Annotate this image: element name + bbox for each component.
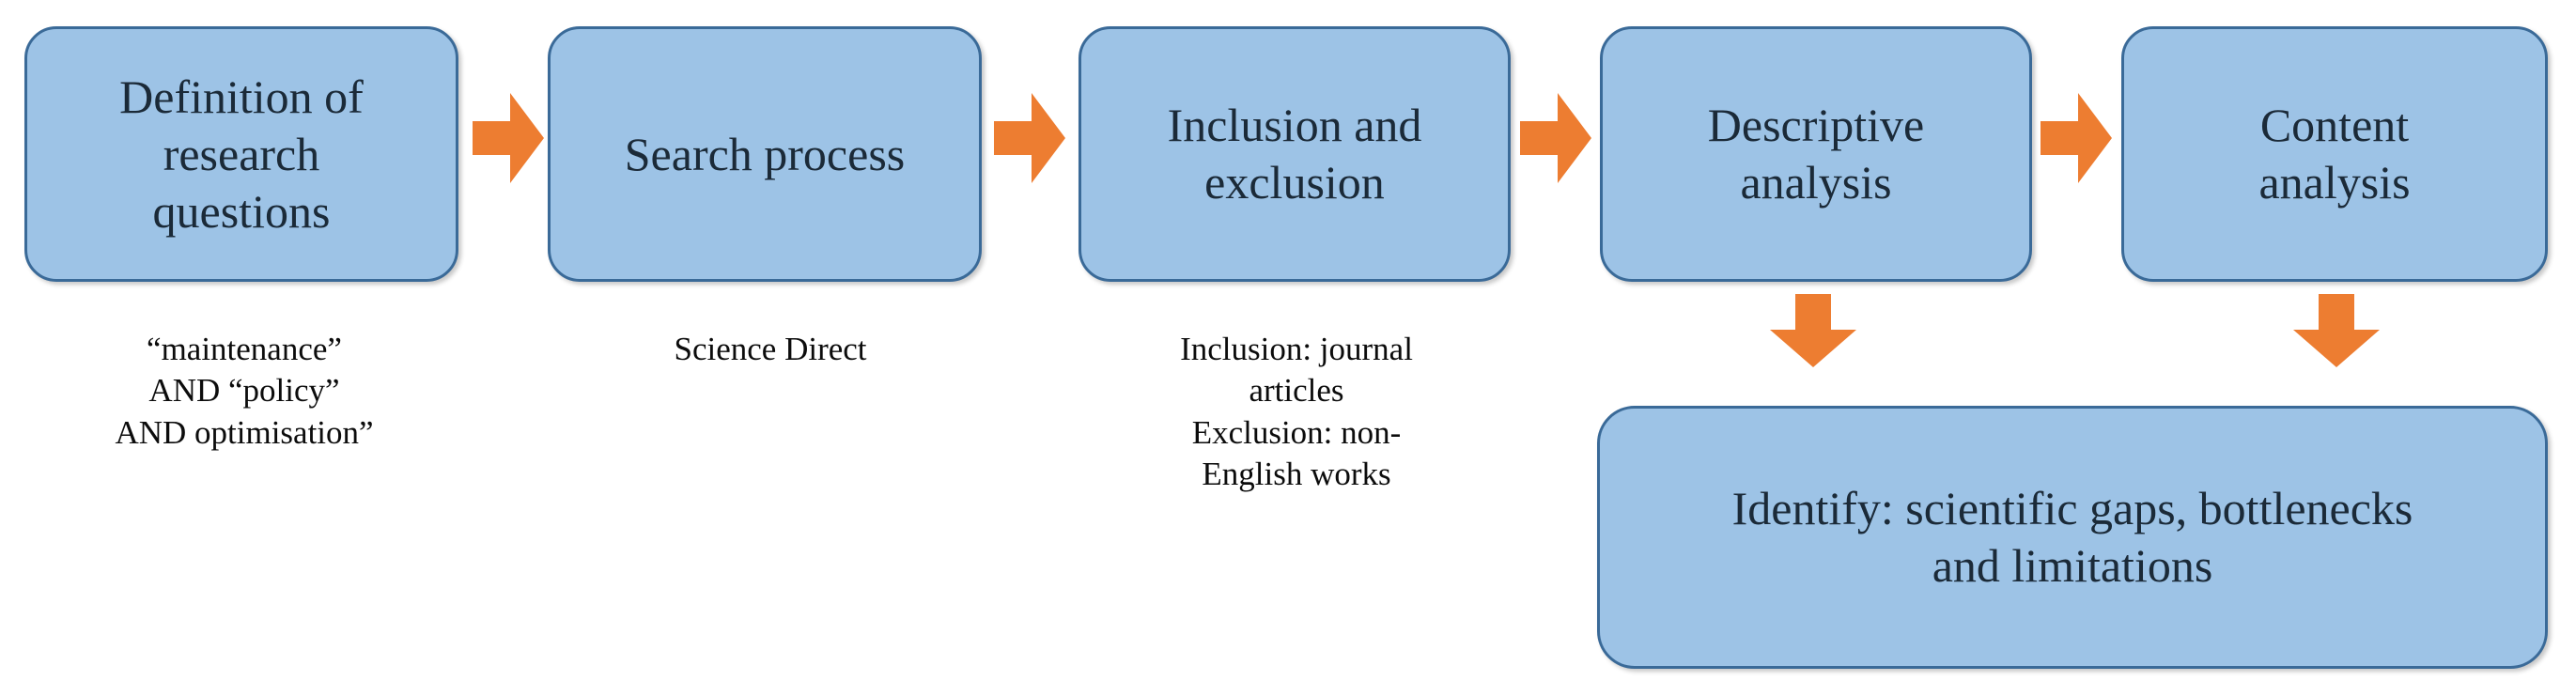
- caption-inclusion-exclusion-criteria: Inclusion: journal articles Exclusion: n…: [1180, 331, 1413, 493]
- process-box-label: Inclusion and exclusion: [1167, 99, 1422, 209]
- outcome-box-identify-gaps[interactable]: Identify: scientific gaps, bottlenecks a…: [1597, 406, 2548, 669]
- arrow-right-icon: [473, 93, 544, 183]
- caption-search-keywords: “maintenance” AND “policy” AND optimisat…: [115, 331, 374, 451]
- process-box-label: Content analysis: [2258, 99, 2411, 209]
- process-box-definition-of-research-questions[interactable]: Definition of research questions: [24, 26, 458, 282]
- process-box-label: Definition of research questions: [119, 70, 364, 238]
- process-box-descriptive-analysis[interactable]: Descriptive analysis: [1600, 26, 2032, 282]
- process-box-inclusion-and-exclusion[interactable]: Inclusion and exclusion: [1079, 26, 1511, 282]
- arrow-down-icon: [1770, 294, 1856, 367]
- arrow-right-icon: [1520, 93, 1591, 183]
- process-box-content-analysis[interactable]: Content analysis: [2121, 26, 2548, 282]
- arrow-right-icon: [2041, 93, 2112, 183]
- outcome-box-label: Identify: scientific gaps, bottlenecks a…: [1731, 482, 2413, 592]
- process-box-search-process[interactable]: Search process: [548, 26, 982, 282]
- process-box-label: Descriptive analysis: [1707, 99, 1925, 209]
- arrow-right-icon: [994, 93, 1065, 183]
- caption-database: Science Direct: [674, 331, 867, 367]
- arrow-down-icon: [2293, 294, 2380, 367]
- process-box-label: Search process: [624, 127, 906, 180]
